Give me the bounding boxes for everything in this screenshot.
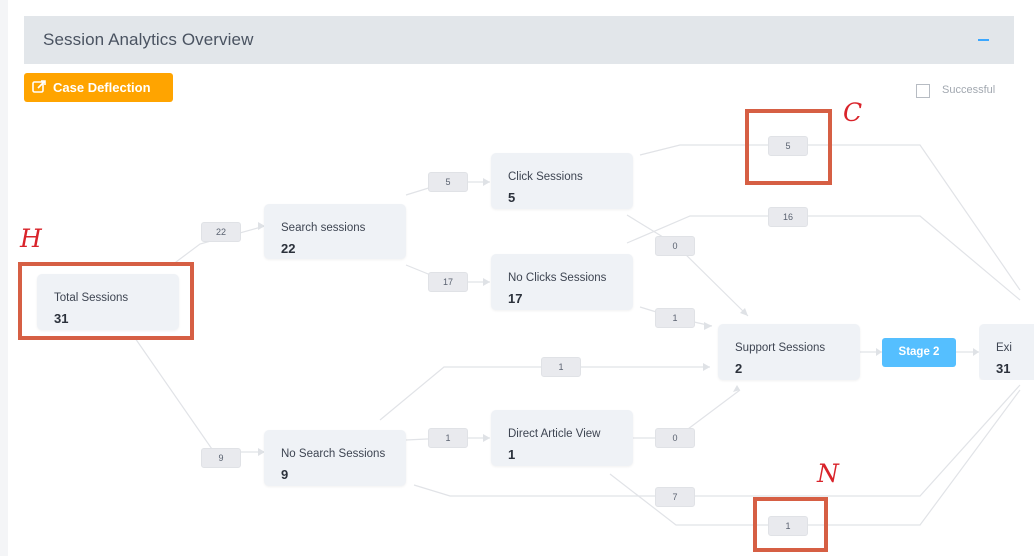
link-total-search xyxy=(171,225,266,266)
node-no-search-sessions[interactable]: No Search Sessions 9 xyxy=(264,430,406,486)
node-no-clicks-sessions[interactable]: No Clicks Sessions 17 xyxy=(491,254,633,310)
node-label: Click Sessions xyxy=(508,171,583,183)
node-value: 17 xyxy=(508,291,523,306)
link-badge-total-search: 22 xyxy=(201,222,241,242)
link-nosearch-support xyxy=(379,366,710,421)
highlight-box-h xyxy=(18,262,194,340)
node-value: 9 xyxy=(281,467,289,482)
link-badge-click-support: 0 xyxy=(655,236,695,256)
node-total-sessions[interactable]: Total Sessions 31 xyxy=(37,274,179,330)
section-header: Session Analytics Overview xyxy=(24,16,1014,64)
annotation-letter-h: H xyxy=(20,224,42,253)
node-label: Support Sessions xyxy=(735,342,826,354)
node-support-sessions[interactable]: Support Sessions 2 xyxy=(718,324,860,380)
link-total-nosearch xyxy=(134,337,265,453)
collapse-icon[interactable] xyxy=(978,26,992,50)
link-badge-nosearch-exit: 7 xyxy=(655,487,695,507)
link-badge-nosearch-direct: 1 xyxy=(428,428,468,448)
node-value: 1 xyxy=(508,447,516,462)
section-title: Session Analytics Overview xyxy=(43,30,254,49)
node-label: Search sessions xyxy=(281,222,366,234)
case-deflection-button[interactable]: Case Deflection xyxy=(24,73,173,102)
highlight-box-n xyxy=(753,497,828,552)
node-value: 31 xyxy=(54,311,69,326)
node-value: 5 xyxy=(508,190,516,205)
external-link-icon xyxy=(32,80,46,93)
node-label: Exi xyxy=(996,342,1012,354)
link-badge-nosearch-support: 1 xyxy=(541,357,581,377)
link-badge-total-nosearch: 9 xyxy=(201,448,241,468)
link-noclick-exit xyxy=(626,215,1021,301)
highlight-box-c xyxy=(745,109,832,185)
stage-2-button[interactable]: Stage 2 xyxy=(882,338,956,367)
node-value: 22 xyxy=(281,241,296,256)
node-label: Total Sessions xyxy=(54,292,129,304)
node-value: 2 xyxy=(735,361,743,376)
link-badge-direct-support: 0 xyxy=(655,428,695,448)
case-deflection-label: Case Deflection xyxy=(53,80,151,95)
link-badge-search-click: 5 xyxy=(428,172,468,192)
link-badge-noclick-exit: 16 xyxy=(768,207,808,227)
annotation-letter-n: N xyxy=(817,459,839,488)
node-value: 31 xyxy=(996,361,1011,376)
link-badge-click-exit: 5 xyxy=(768,136,808,156)
node-label: No Clicks Sessions xyxy=(508,272,607,284)
node-exit-clip: Exi 31 xyxy=(979,324,1034,380)
link-badge-direct-exit: 1 xyxy=(768,516,808,536)
link-badge-noclick-support: 1 xyxy=(655,308,695,328)
node-search-sessions[interactable]: Search sessions 22 xyxy=(264,204,406,259)
node-label: No Search Sessions xyxy=(281,448,386,460)
successful-label: Successful xyxy=(942,84,996,96)
node-direct-article-view[interactable]: Direct Article View 1 xyxy=(491,410,633,466)
node-exit[interactable]: Exi 31 xyxy=(979,324,1034,380)
link-click-support xyxy=(626,214,749,317)
annotation-letter-c: C xyxy=(843,98,863,127)
node-label: Direct Article View xyxy=(508,428,601,440)
link-badge-search-noclick: 17 xyxy=(428,272,468,292)
node-click-sessions[interactable]: Click Sessions 5 xyxy=(491,153,633,209)
successful-checkbox[interactable] xyxy=(916,84,930,98)
